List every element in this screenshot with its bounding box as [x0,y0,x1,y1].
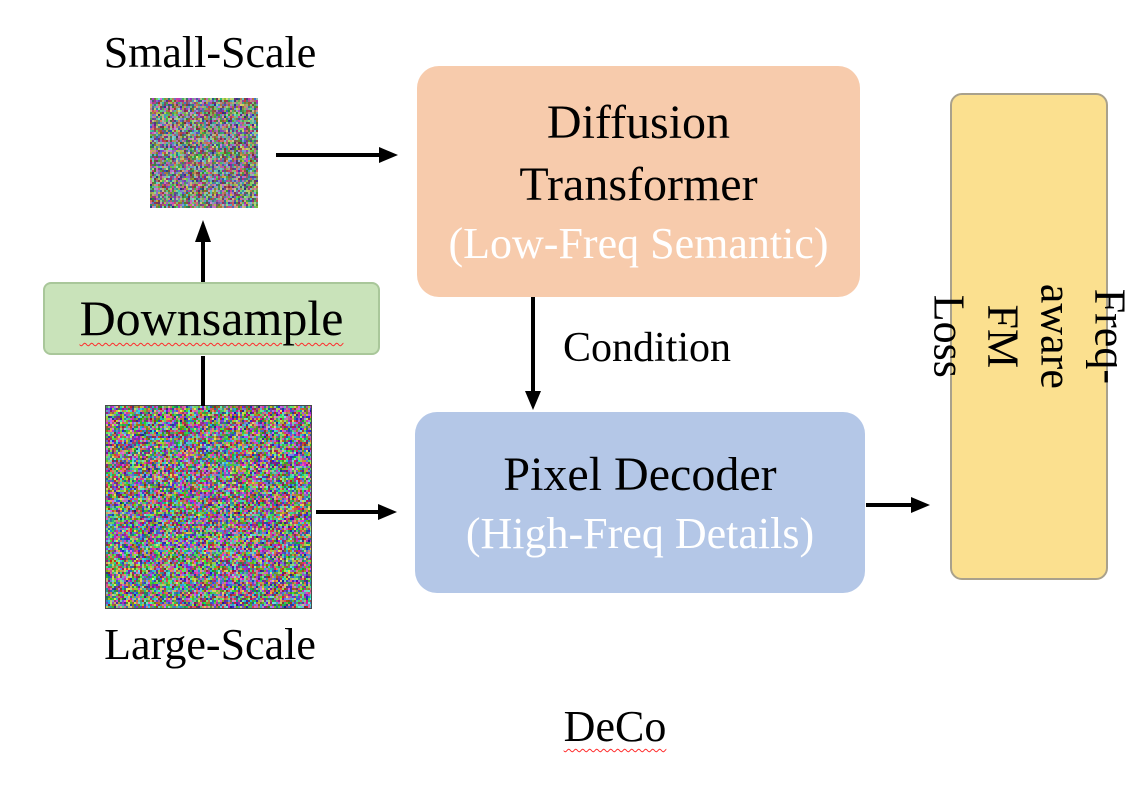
diffusion-transformer-box: Diffusion Transformer (Low-Freq Semantic… [417,66,860,297]
downsample-box: Downsample [43,282,380,355]
diffusion-transformer-title: Diffusion Transformer [519,92,757,217]
small-scale-noise-image [150,98,258,208]
large-scale-noise-image [105,405,312,609]
downsample-label: Downsample [80,286,344,351]
fm-loss-label: Freq-aware FM Loss [922,260,1137,414]
pixel-decoder-subtitle: (High-Freq Details) [466,508,814,561]
arrow-downsample-to-small [195,220,211,282]
pixel-decoder-box: Pixel Decoder (High-Freq Details) [415,412,865,593]
fm-loss-box: Freq-aware FM Loss [950,93,1108,580]
large-scale-label: Large-Scale [55,620,365,671]
diagram-title: DeCo [455,701,775,752]
arrow-large-to-decoder [316,504,397,520]
pixel-decoder-title: Pixel Decoder [503,444,776,506]
small-scale-label: Small-Scale [55,28,365,79]
arrow-small-to-diffusion-transformer [276,147,398,163]
arrow-decoder-to-fm-loss [866,497,930,513]
condition-label: Condition [563,324,731,372]
arrow-condition-dit-to-decoder [525,297,541,410]
diffusion-transformer-subtitle: (Low-Freq Semantic) [449,218,829,271]
